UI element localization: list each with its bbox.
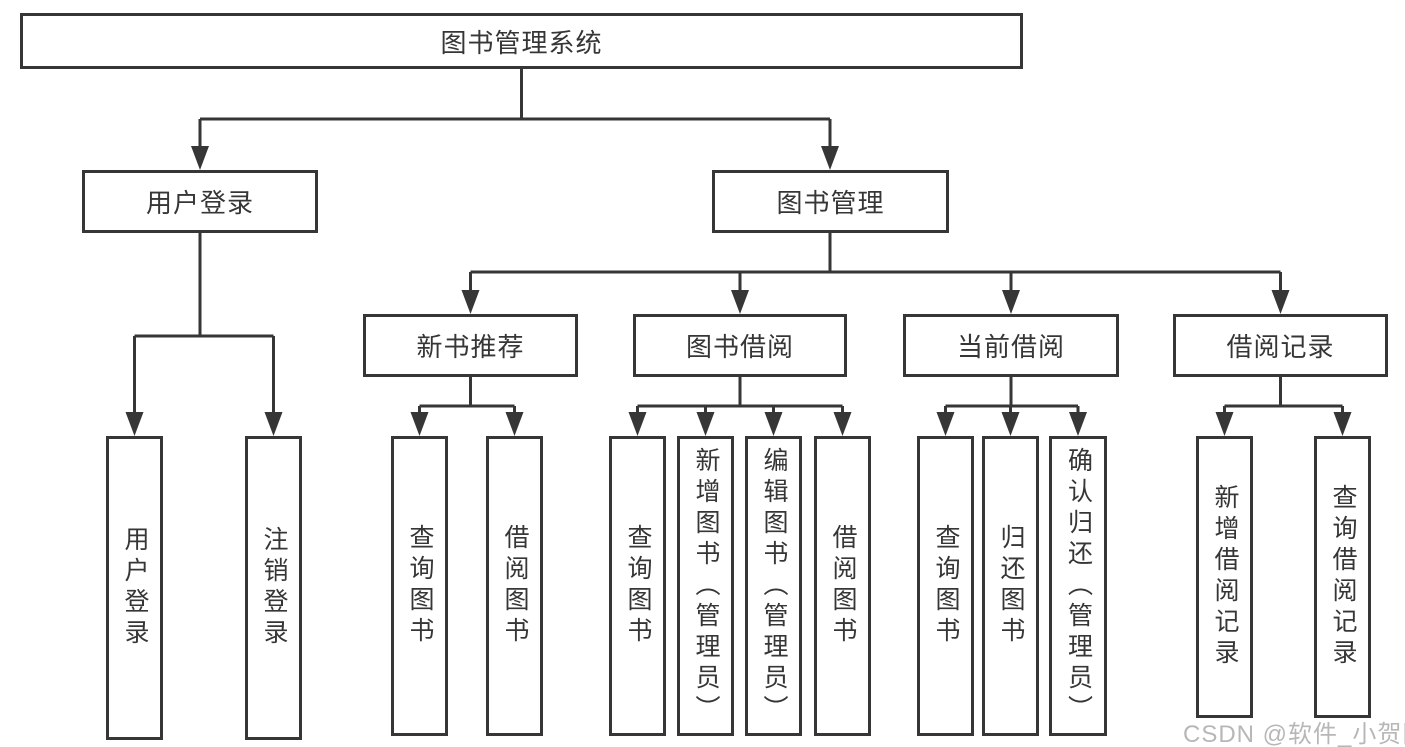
connector-current-borrowing-to-leaves	[936, 377, 1087, 436]
node-new-book-recommend-label: 新书推荐	[416, 332, 525, 362]
leaf-query-books-2: 查询图书	[609, 436, 666, 736]
node-root: 图书管理系统	[20, 13, 1023, 69]
leaf-query-books-1-label: 查询图书	[406, 524, 434, 648]
watermark-text: CSDN @软件_小贺同学	[1183, 721, 1405, 747]
node-book-management-label: 图书管理	[776, 188, 885, 218]
leaf-borrow-books-1: 借阅图书	[486, 436, 543, 736]
leaf-query-borrow-record: 查询借阅记录	[1314, 436, 1371, 718]
leaf-logout-label: 注销登录	[260, 526, 288, 650]
leaf-query-books-1: 查询图书	[391, 436, 448, 736]
leaf-confirm-return-admin: 确认归还（管理员）	[1049, 436, 1107, 736]
connector-book-borrowing-to-leaves	[628, 377, 852, 436]
node-new-book-recommend: 新书推荐	[363, 314, 578, 377]
node-borrow-records-label: 借阅记录	[1226, 332, 1335, 362]
leaf-add-book-admin-label: 新增图书（管理员）	[692, 446, 720, 726]
connector-user-login-to-leaves	[125, 233, 283, 436]
leaf-add-book-admin: 新增图书（管理员）	[677, 436, 734, 736]
leaf-user-login: 用户登录	[106, 436, 163, 740]
leaf-query-books-3: 查询图书	[917, 436, 974, 736]
node-root-label: 图书管理系统	[440, 27, 603, 58]
leaf-return-books: 归还图书	[982, 436, 1039, 736]
leaf-edit-book-admin-label: 编辑图书（管理员）	[760, 446, 788, 726]
node-book-management: 图书管理	[712, 170, 949, 233]
node-current-borrowing: 当前借阅	[903, 314, 1119, 377]
leaf-confirm-return-admin-label: 确认归还（管理员）	[1064, 446, 1093, 726]
connector-borrow-records-to-leaves	[1215, 377, 1352, 436]
leaf-return-books-label: 归还图书	[997, 524, 1025, 648]
leaf-borrow-books-2-label: 借阅图书	[829, 524, 857, 648]
connector-root-to-level2	[191, 69, 839, 170]
leaf-query-borrow-record-label: 查询借阅记录	[1329, 484, 1357, 670]
connector-book-management-to-level3	[461, 233, 1290, 314]
node-borrow-records: 借阅记录	[1173, 314, 1388, 377]
leaf-logout: 注销登录	[245, 436, 302, 740]
node-current-borrowing-label: 当前借阅	[956, 332, 1065, 362]
node-book-borrowing: 图书借阅	[633, 314, 847, 377]
leaf-query-books-2-label: 查询图书	[624, 524, 652, 648]
leaf-user-login-label: 用户登录	[121, 526, 149, 650]
connector-new-book-recommend-to-leaves	[410, 377, 524, 436]
leaf-add-borrow-record-label: 新增借阅记录	[1211, 484, 1239, 670]
node-user-login: 用户登录	[82, 170, 318, 233]
leaf-edit-book-admin: 编辑图书（管理员）	[745, 436, 802, 736]
node-book-borrowing-label: 图书借阅	[685, 332, 794, 362]
leaf-query-books-3-label: 查询图书	[932, 524, 960, 648]
leaf-borrow-books-2: 借阅图书	[814, 436, 871, 736]
node-user-login-label: 用户登录	[145, 188, 254, 218]
leaf-add-borrow-record: 新增借阅记录	[1196, 436, 1253, 718]
leaf-borrow-books-1-label: 借阅图书	[501, 524, 529, 648]
